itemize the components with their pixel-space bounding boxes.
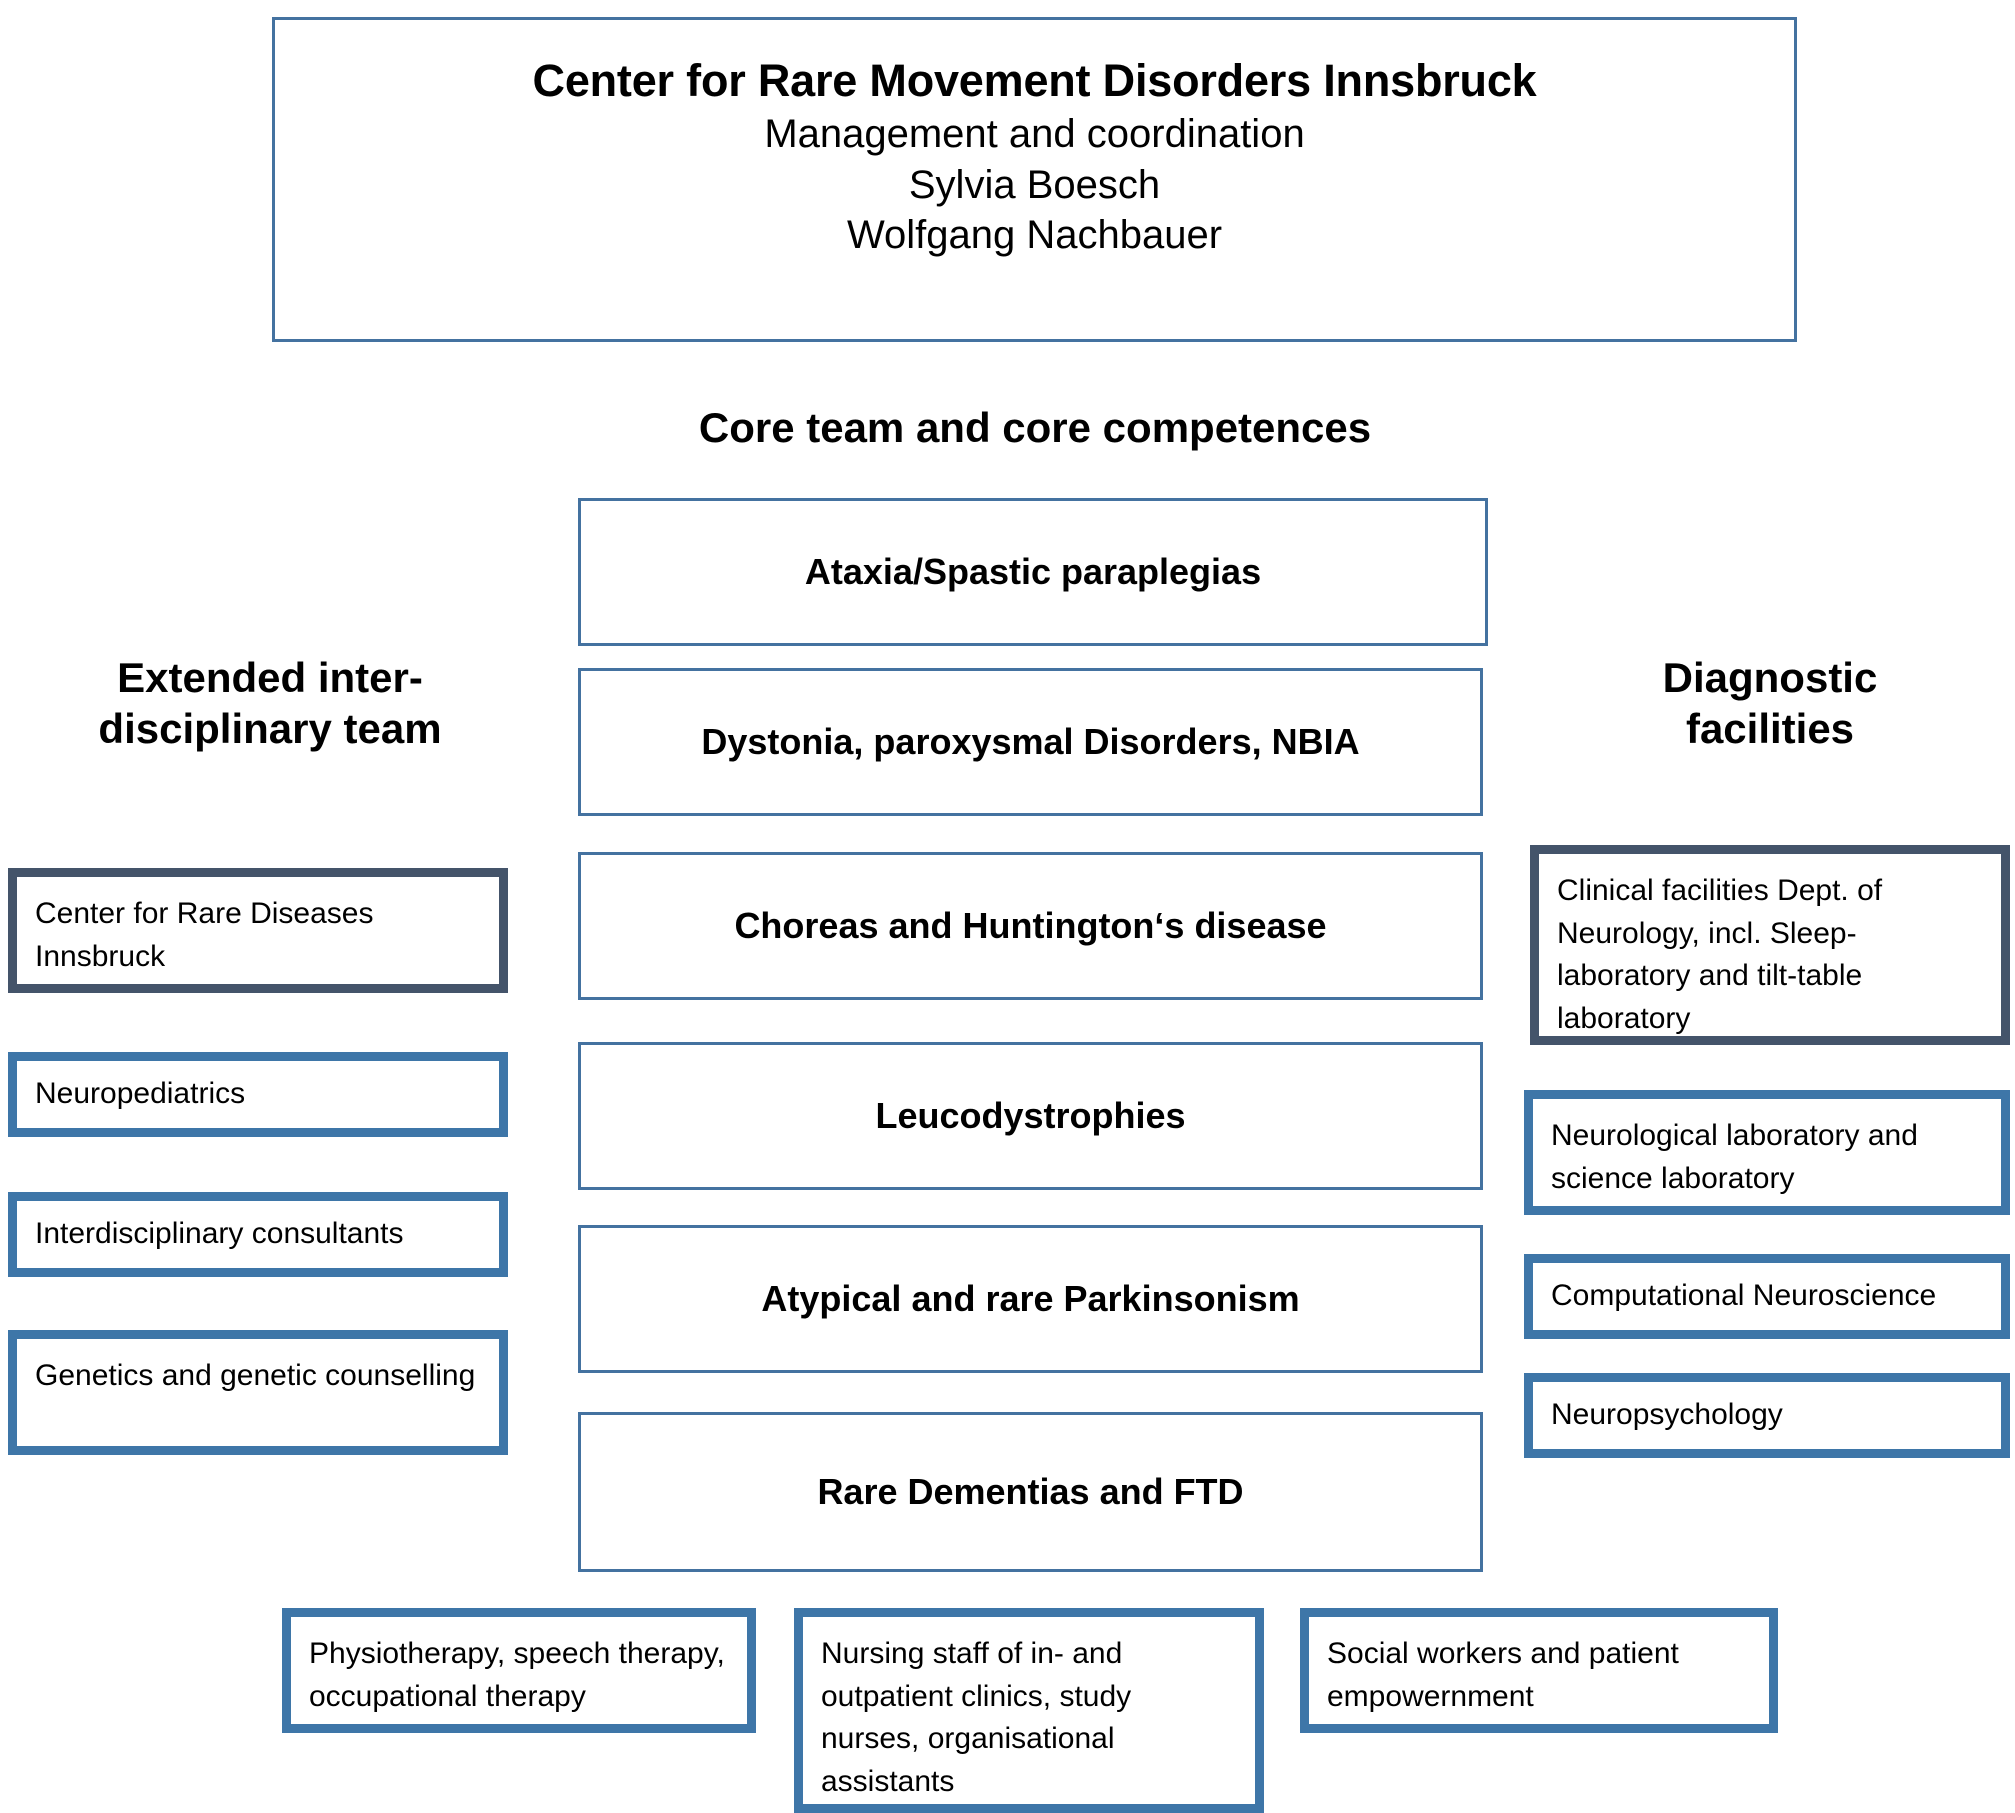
core-competence-label: Leucodystrophies	[875, 1095, 1186, 1136]
core-team-heading: Core team and core competences	[698, 404, 1372, 451]
core-competence-box-dystonia[interactable]: Dystonia, paroxysmal Disorders, NBIA	[578, 668, 1483, 816]
diagnostic-facility-label: Neurological laboratory and science labo…	[1551, 1119, 1918, 1195]
core-competence-label: Dystonia, paroxysmal Disorders, NBIA	[701, 721, 1360, 762]
extended-team-heading-line1: Extended inter-	[117, 654, 423, 701]
diagnostic-facility-label: Clinical facilities Dept. of Neurology, …	[1557, 874, 1883, 1035]
support-role-box-social-workers[interactable]: Social workers and patient empowernment	[1300, 1608, 1778, 1733]
extended-team-label: Center for Rare Diseases Innsbruck	[35, 897, 374, 973]
core-competence-box-parkinsonism[interactable]: Atypical and rare Parkinsonism	[578, 1225, 1483, 1373]
extended-team-heading: Extended inter- disciplinary team	[30, 652, 510, 754]
core-competence-label: Atypical and rare Parkinsonism	[761, 1278, 1300, 1319]
core-competence-label: Ataxia/Spastic paraplegias	[804, 551, 1262, 592]
extended-team-label: Genetics and genetic counselling	[35, 1359, 476, 1392]
support-role-label: Physiotherapy, speech therapy, occupatio…	[309, 1637, 725, 1713]
center-title-main: Center for Rare Movement Disorders Innsb…	[532, 55, 1537, 106]
extended-team-box-consultants[interactable]: Interdisciplinary consultants	[8, 1192, 508, 1277]
extended-team-heading-line2: disciplinary team	[98, 705, 442, 753]
extended-team-box-neuropediatrics[interactable]: Neuropediatrics	[8, 1052, 508, 1137]
extended-team-label: Interdisciplinary consultants	[35, 1217, 404, 1251]
support-role-label: Nursing staff of in- and outpatient clin…	[821, 1637, 1132, 1798]
core-competence-box-leucodystrophies[interactable]: Leucodystrophies	[578, 1042, 1483, 1190]
support-role-box-nursing-staff[interactable]: Nursing staff of in- and outpatient clin…	[794, 1608, 1264, 1813]
core-competence-box-dementias[interactable]: Rare Dementias and FTD	[578, 1412, 1483, 1572]
core-competence-label: Choreas and Huntington‘s disease	[734, 905, 1327, 946]
diagnostic-box-computational-neuroscience[interactable]: Computational Neuroscience	[1524, 1254, 2010, 1339]
center-title-line3: Sylvia Boesch	[908, 162, 1161, 207]
center-title-line2: Management and coordination	[764, 111, 1305, 156]
extended-team-label: Neuropediatrics	[35, 1077, 246, 1111]
diagnostic-box-neurological-laboratory[interactable]: Neurological laboratory and science labo…	[1524, 1090, 2010, 1215]
support-role-label: Social workers and patient empowernment	[1327, 1637, 1679, 1713]
diagnostic-heading-line1: Diagnostic	[1662, 654, 1878, 701]
center-title-box: Center for Rare Movement Disorders Innsb…	[272, 17, 1797, 342]
diagnostic-heading-line2: facilities	[1685, 705, 1855, 753]
diagnostic-box-clinical-facilities[interactable]: Clinical facilities Dept. of Neurology, …	[1530, 845, 2010, 1045]
core-competence-box-ataxia[interactable]: Ataxia/Spastic paraplegias	[578, 498, 1488, 646]
support-role-box-therapies[interactable]: Physiotherapy, speech therapy, occupatio…	[282, 1608, 756, 1733]
diagnostic-facilities-heading: Diagnostic facilities	[1540, 652, 2000, 754]
diagnostic-facility-label: Computational Neuroscience	[1551, 1279, 1937, 1313]
core-competence-label: Rare Dementias and FTD	[817, 1471, 1244, 1512]
core-competence-box-choreas[interactable]: Choreas and Huntington‘s disease	[578, 852, 1483, 1000]
extended-team-box-rare-diseases-center[interactable]: Center for Rare Diseases Innsbruck	[8, 868, 508, 993]
center-title-line4: Wolfgang Nachbauer	[846, 213, 1223, 258]
diagnostic-facility-label: Neuropsychology	[1551, 1398, 1783, 1432]
extended-team-box-genetics[interactable]: Genetics and genetic counselling	[8, 1330, 508, 1455]
diagnostic-box-neuropsychology[interactable]: Neuropsychology	[1524, 1373, 2010, 1458]
